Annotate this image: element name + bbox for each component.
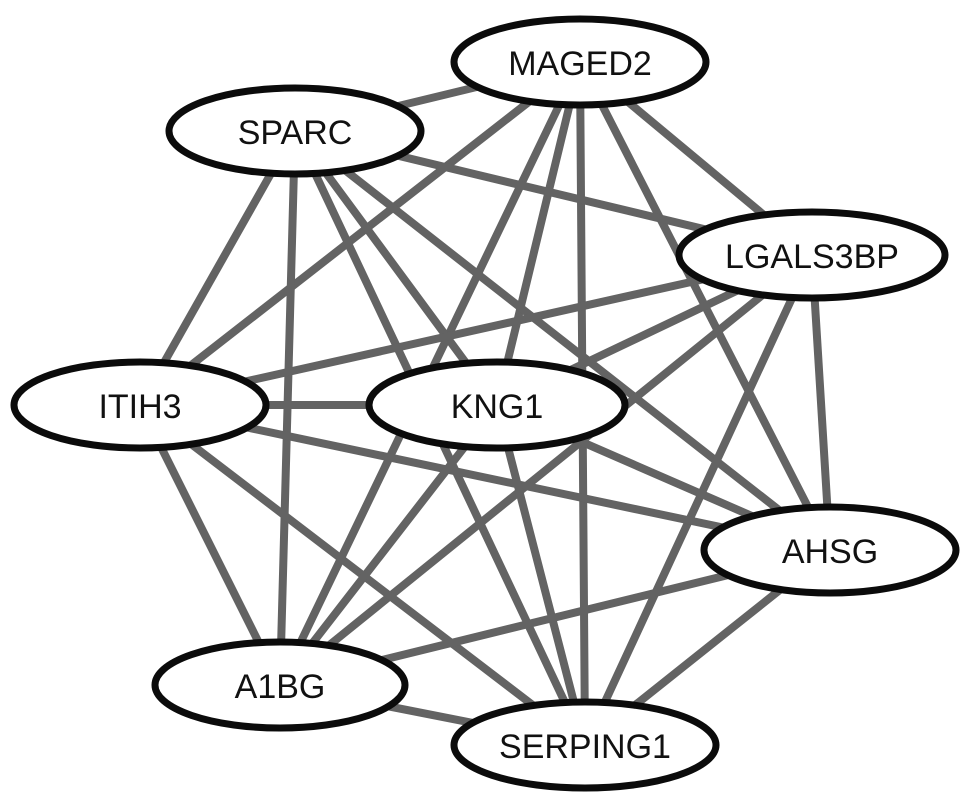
node-label-lgals3bp: LGALS3BP [725,238,899,276]
node-lgals3bp: LGALS3BP [675,208,949,302]
node-label-kng1: KNG1 [451,388,544,426]
edge-lgals3bp-serping1 [581,251,816,749]
node-ellipse-ahsg [700,503,960,597]
edge-itih3-a1bg [136,401,284,689]
node-serping1: SERPING1 [450,698,720,792]
node-ellipse-maged2 [450,15,710,109]
edge-sparc-kng1 [291,127,501,409]
node-ellipse-itih3 [10,358,270,452]
node-a1bg: A1BG [151,638,409,732]
node-ellipse-kng1 [365,358,629,452]
node-label-sparc: SPARC [238,114,353,152]
node-ahsg: AHSG [700,503,960,597]
edge-sparc-ahsg [291,127,834,554]
edge-maged2-itih3 [136,58,584,409]
edge-maged2-kng1 [493,58,584,409]
node-label-a1bg: A1BG [235,668,326,706]
node-label-serping1: SERPING1 [499,728,671,766]
node-ellipse-sparc [165,84,425,178]
edge-kng1-a1bg [276,401,501,689]
edge-kng1-serping1 [493,401,589,749]
edge-itih3-ahsg [136,401,834,554]
node-ellipse-serping1 [450,698,720,792]
node-ellipse-lgals3bp [675,208,949,302]
node-label-itih3: ITIH3 [98,388,181,426]
node-sparc: SPARC [165,84,425,178]
edge-lgals3bp-ahsg [808,251,834,554]
node-maged2: MAGED2 [450,15,710,109]
node-ellipse-a1bg [151,638,409,732]
node-label-ahsg: AHSG [782,533,878,571]
node-itih3: ITIH3 [10,358,270,452]
node-kng1: KNG1 [365,358,629,452]
node-label-maged2: MAGED2 [508,45,652,83]
edge-lgals3bp-a1bg [276,251,816,689]
